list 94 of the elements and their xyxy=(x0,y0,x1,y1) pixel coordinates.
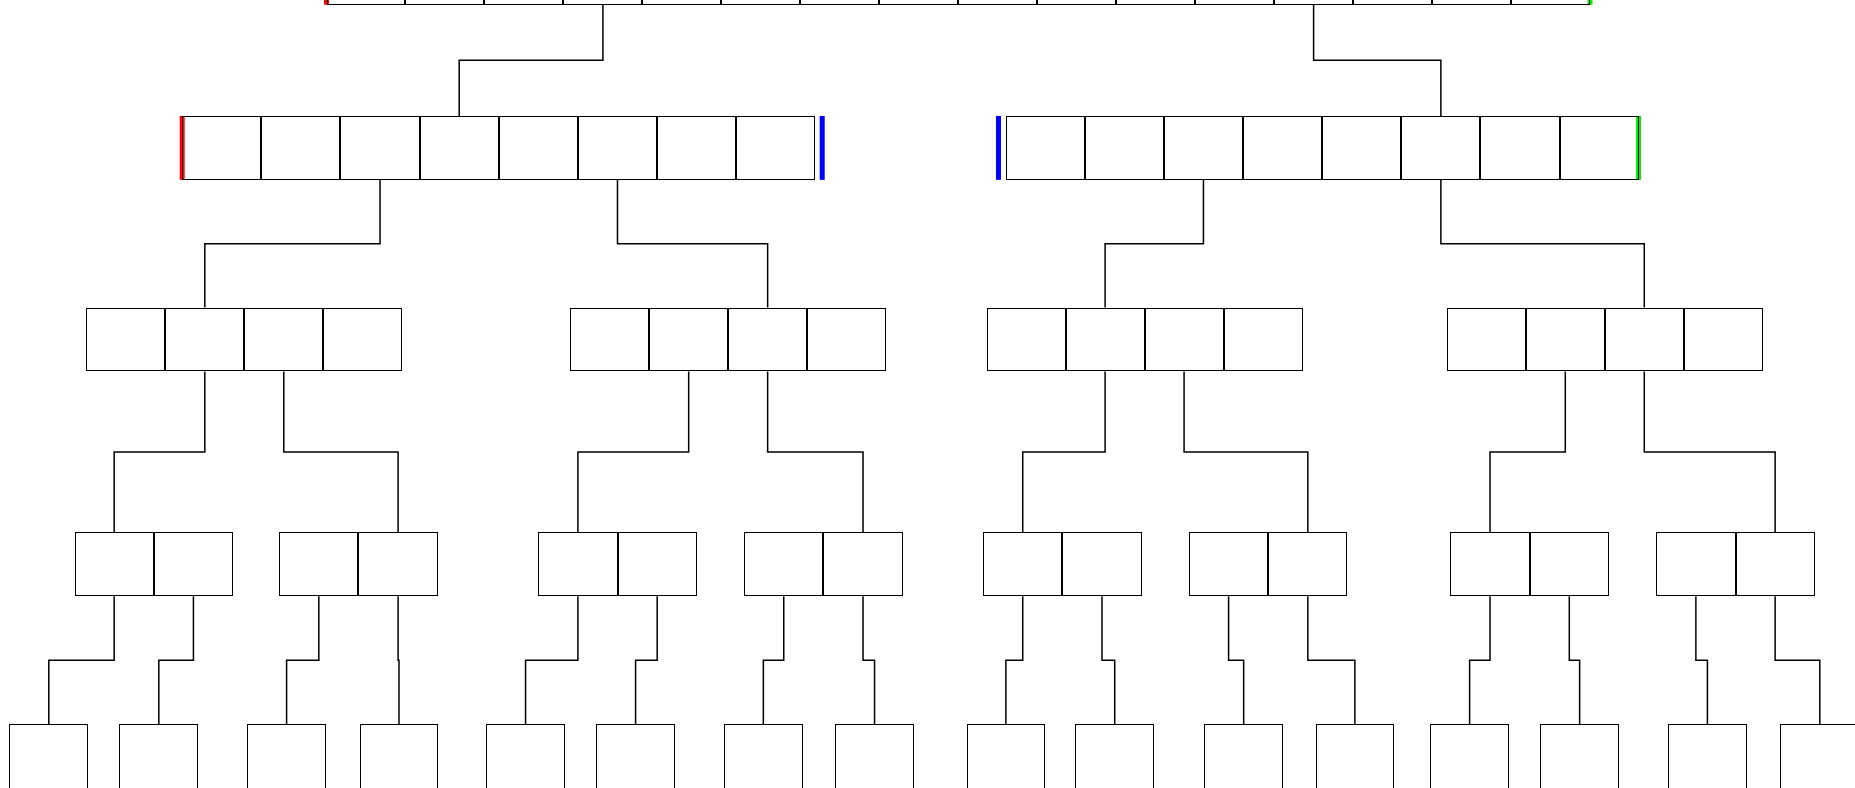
array-cell xyxy=(153,532,234,597)
array-cell xyxy=(1084,115,1164,180)
array-cell xyxy=(1480,115,1560,180)
array-cell xyxy=(1075,724,1155,788)
connector-line xyxy=(1568,595,1581,725)
array-cell xyxy=(807,307,887,372)
connector-line xyxy=(616,179,769,309)
array-cell xyxy=(835,724,914,788)
array-cell xyxy=(359,724,439,788)
array-cell xyxy=(1188,532,1269,597)
array-cell xyxy=(1430,724,1509,788)
array-cell xyxy=(486,724,565,788)
connector-line xyxy=(1104,179,1205,309)
array-cell xyxy=(165,307,245,372)
array-cell xyxy=(596,724,675,788)
array-cell xyxy=(736,115,816,180)
array-cell xyxy=(1559,115,1639,180)
connector-line xyxy=(1774,595,1821,725)
connector-line xyxy=(1101,595,1116,725)
array-cell xyxy=(182,115,262,180)
array-cell xyxy=(1735,532,1815,597)
array-cell xyxy=(1204,724,1283,788)
array-cell xyxy=(279,532,359,597)
array-cell xyxy=(1668,724,1747,788)
connector-line xyxy=(862,595,876,725)
array-cell xyxy=(1315,724,1395,788)
connector-line xyxy=(1183,370,1309,534)
array-cell xyxy=(617,532,697,597)
array-cell xyxy=(86,307,166,372)
array-cell xyxy=(119,724,199,788)
array-cell xyxy=(1268,532,1348,597)
array-cell xyxy=(1446,307,1526,372)
array-cell xyxy=(577,115,658,180)
array-cell xyxy=(74,532,154,597)
connector-line xyxy=(48,595,115,725)
array-cell xyxy=(340,115,420,180)
connector-line xyxy=(634,595,658,725)
connector-line xyxy=(1227,595,1245,725)
array-cell xyxy=(1401,115,1481,180)
array-cell xyxy=(1243,115,1323,180)
array-cell xyxy=(1780,724,1855,788)
array-cell xyxy=(1163,115,1243,180)
array-cell xyxy=(983,532,1063,597)
connector-line xyxy=(766,370,864,534)
array-cell xyxy=(823,532,903,597)
array-cell xyxy=(649,307,729,372)
connector-line xyxy=(1489,370,1567,534)
array-cell xyxy=(538,532,618,597)
connector-line xyxy=(762,595,785,725)
array-cell xyxy=(358,532,438,597)
connector-line xyxy=(458,4,604,117)
array-cell xyxy=(744,532,824,597)
array-cell xyxy=(1525,307,1605,372)
array-cell xyxy=(9,724,89,788)
array-cell xyxy=(724,724,803,788)
array-cell xyxy=(244,307,324,372)
connector-line xyxy=(524,595,579,725)
array-cell xyxy=(1223,307,1303,372)
connector-line xyxy=(1312,4,1442,117)
array-cell xyxy=(247,724,326,788)
array-cell xyxy=(1683,307,1763,372)
connector-line xyxy=(285,595,320,725)
array-cell xyxy=(1065,307,1145,372)
array-cell xyxy=(1529,532,1609,597)
connector-line xyxy=(113,370,206,534)
connector-line xyxy=(1695,595,1709,725)
array-cell xyxy=(1540,724,1619,788)
array-cell xyxy=(1322,115,1402,180)
connector-line xyxy=(397,595,400,725)
connector-line xyxy=(1468,595,1491,725)
array-cell xyxy=(1656,532,1736,597)
array-cell xyxy=(570,307,650,372)
connector-line xyxy=(577,370,690,534)
connector-line xyxy=(1643,370,1776,534)
array-cell xyxy=(657,115,737,180)
array-cell xyxy=(728,307,808,372)
connector-line xyxy=(1307,595,1356,725)
array-cell xyxy=(1005,115,1085,180)
array-cell xyxy=(323,307,403,372)
connector-line xyxy=(204,179,381,309)
array-cell xyxy=(1450,532,1530,597)
array-cell xyxy=(966,724,1046,788)
connector-line xyxy=(1440,179,1645,309)
connector-line xyxy=(1022,370,1106,534)
connector-line xyxy=(158,595,195,725)
array-cell xyxy=(498,115,578,180)
array-cell xyxy=(1604,307,1684,372)
array-cell xyxy=(261,115,341,180)
array-cell xyxy=(1062,532,1142,597)
array-cell xyxy=(986,307,1066,372)
array-cell xyxy=(1144,307,1224,372)
array-cell xyxy=(419,115,499,180)
connector-line xyxy=(1005,595,1024,725)
connector-line xyxy=(283,370,399,534)
